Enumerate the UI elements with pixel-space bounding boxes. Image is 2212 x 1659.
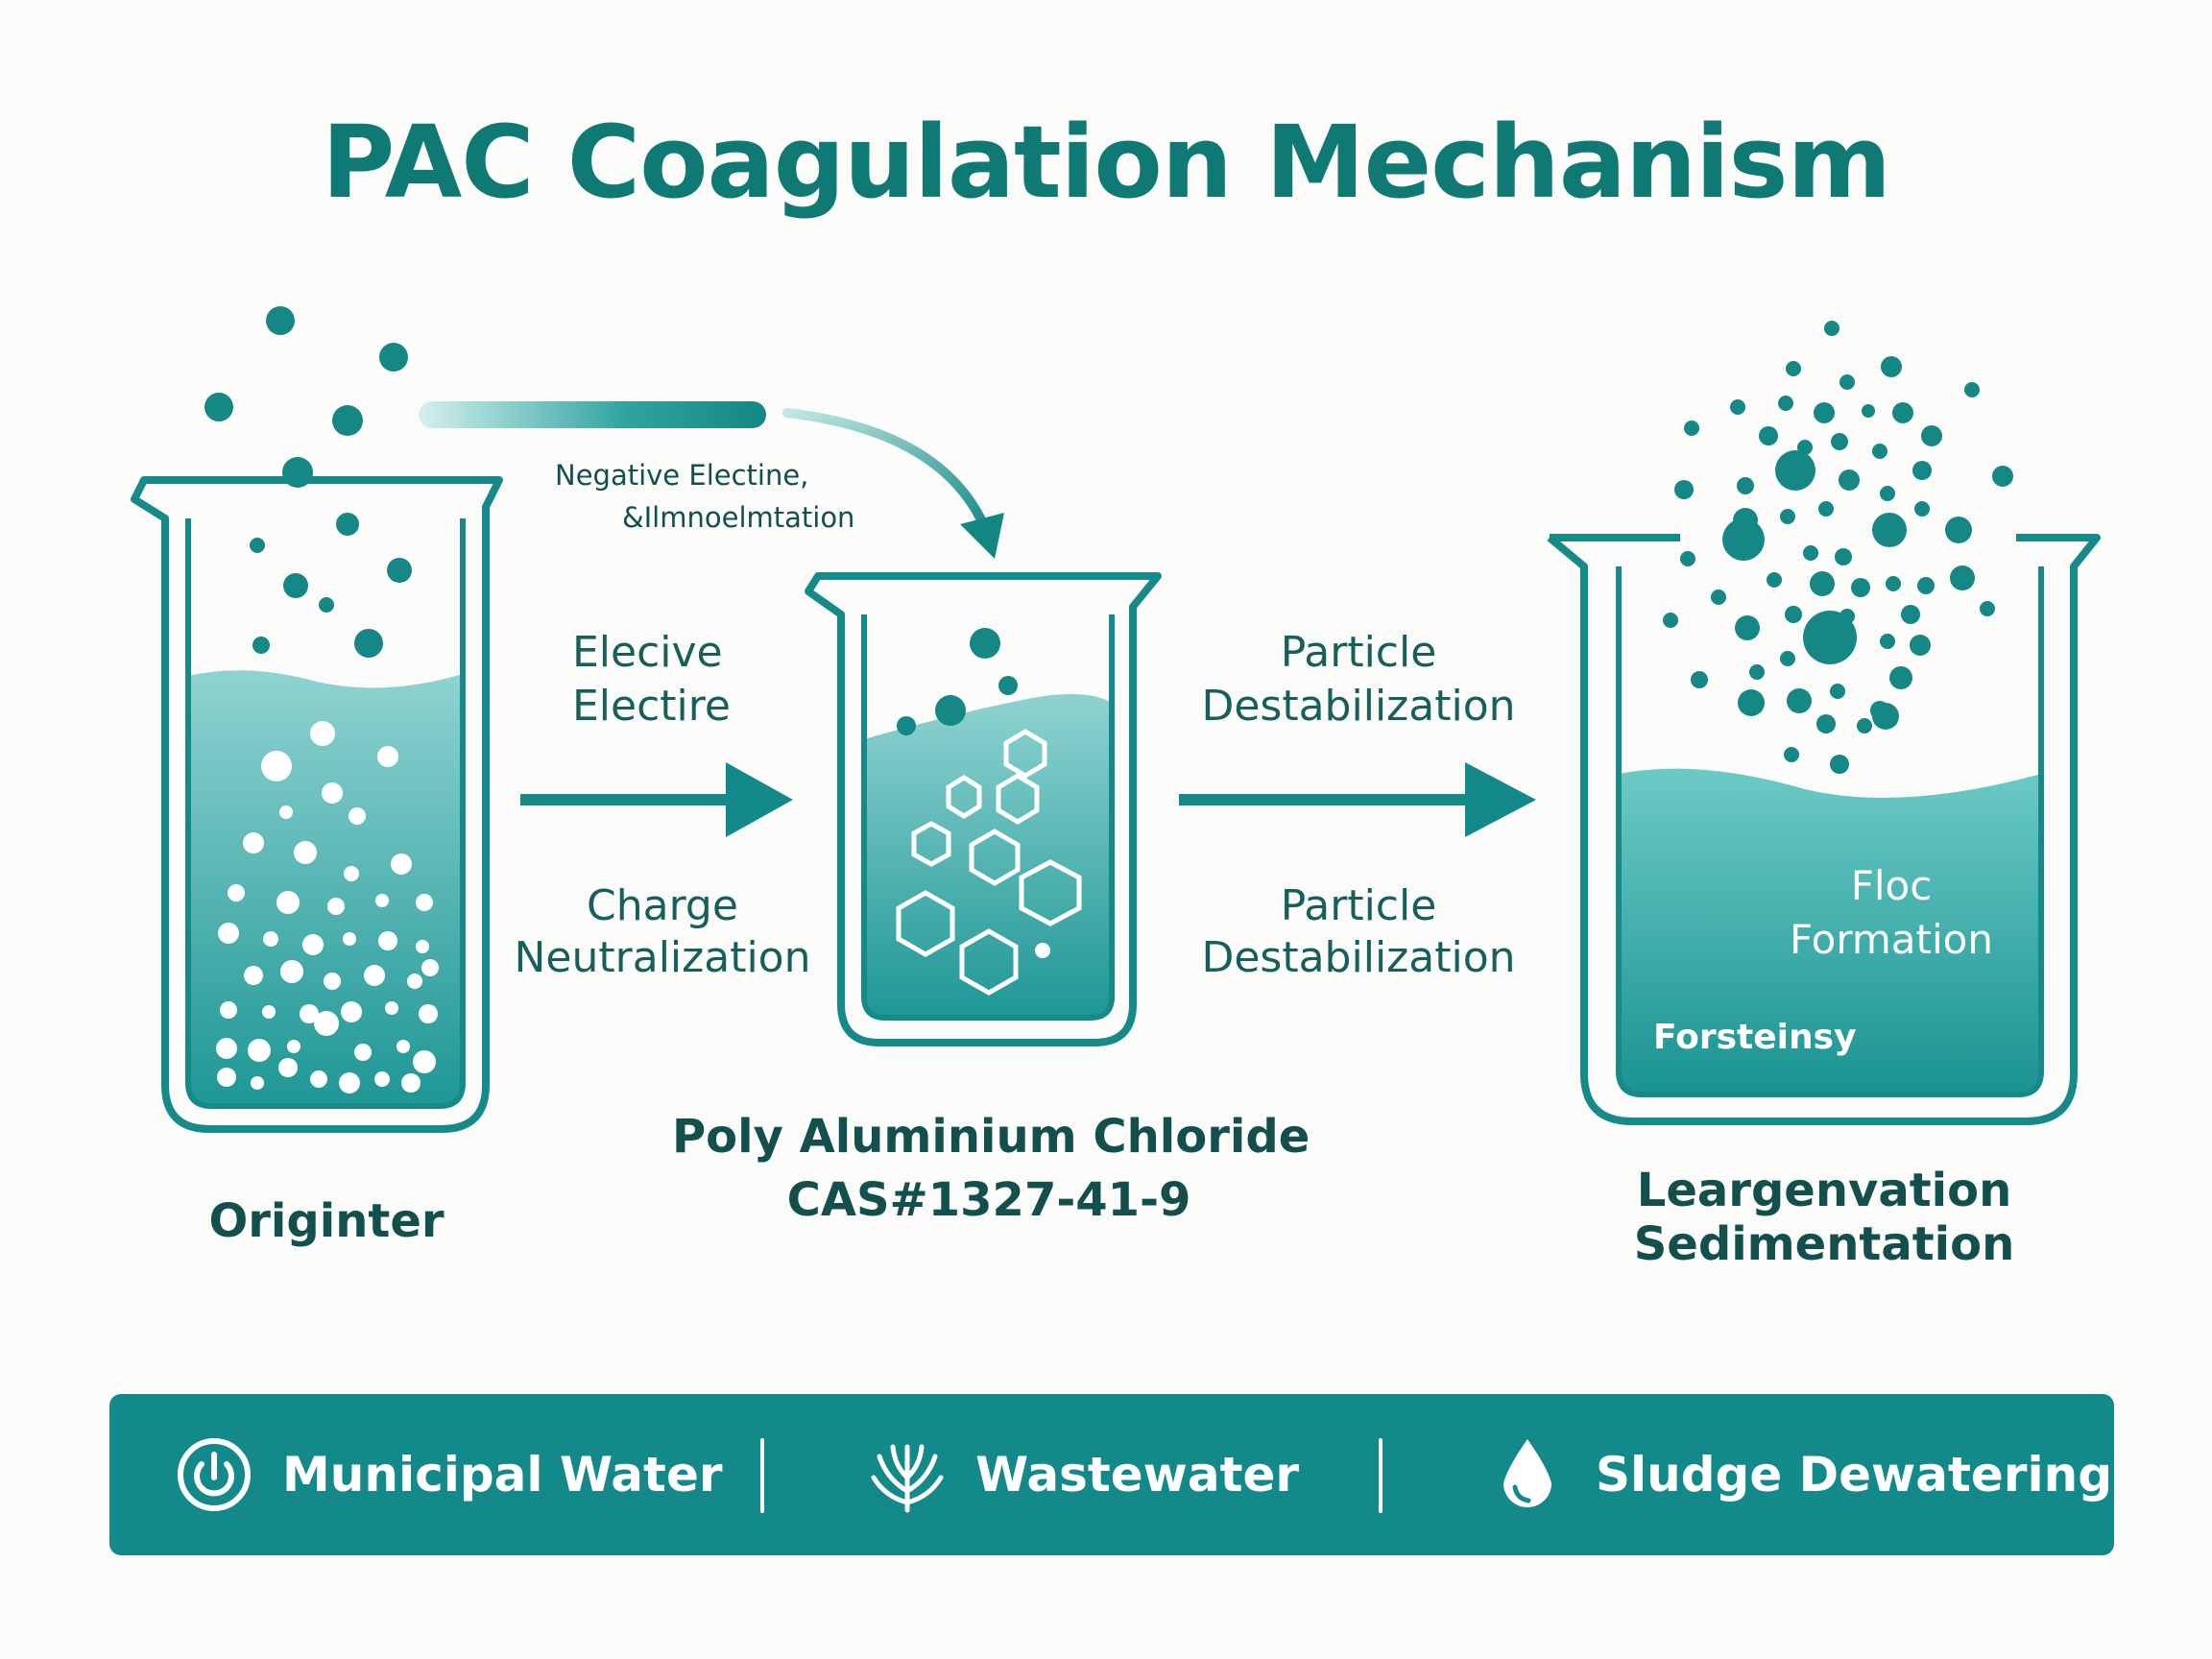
arrow-2-top-label-line2: Destabilization (1201, 682, 1516, 731)
stage-3-label-line1: Leargenvation (1636, 1164, 2012, 1217)
arrow-1-bottom-label-line1: Charge (587, 881, 738, 930)
falling-particles (204, 306, 412, 658)
arrow-2-bottom-label-line2: Destabilization (1201, 933, 1516, 982)
arrow-1 (520, 762, 793, 837)
dosing-arrow-label-line2: &Ilmnoelmtation (622, 501, 855, 534)
footer-divider (1379, 1438, 1382, 1513)
footer-item-sludge-dewatering: Sludge Dewatering (1486, 1394, 2112, 1555)
arrow-2-bottom-label-line1: Particle (1280, 881, 1437, 930)
dosing-arrow-label-line1: Negative Electine, (555, 459, 809, 492)
stage-2-label-line2: CAS#1327-41-9 (786, 1173, 1191, 1227)
footer-item-label: Wastewater (975, 1447, 1300, 1503)
footer-divider (760, 1438, 764, 1513)
footer-item-wastewater: Wastewater (866, 1394, 1299, 1555)
stage-3-label-line2: Sedimentation (1633, 1217, 2015, 1271)
plant-icon (871, 1444, 944, 1513)
arrow-1-top-label-line1: Elecive (572, 628, 723, 677)
stage-3-inner-small-label: Forsteinsy (1653, 1018, 1857, 1057)
dosing-arrow (419, 401, 1004, 559)
beaker-2 (805, 572, 1162, 1046)
stage-3-inner-label-line1: Floc (1850, 862, 1933, 909)
arrow-1-bottom-label-line2: Neutralization (514, 933, 811, 982)
stage-1-label: Originter (208, 1194, 445, 1248)
page-title: PAC Coagulation Mechanism (322, 104, 1891, 221)
suspended-particles (216, 721, 439, 1094)
water-drop-icon (1503, 1439, 1551, 1507)
footer-item-municipal-water: Municipal Water (173, 1394, 723, 1555)
pac-molecules (896, 729, 1082, 996)
arrow-1-top-label-line2: Electire (572, 682, 731, 731)
footer-item-label: Sludge Dewatering (1596, 1447, 2112, 1503)
applications-bar: Municipal Water Wastewater (109, 1394, 2114, 1555)
beaker-3 (1547, 321, 2101, 1125)
stage-3-inner-label-line2: Formation (1790, 916, 1993, 963)
arrow-2-top-label-line1: Particle (1280, 628, 1437, 677)
floc-cluster (1663, 321, 2013, 774)
footer-item-label: Municipal Water (282, 1447, 723, 1503)
stage-2-label-line1: Poly Aluminium Chloride (672, 1110, 1310, 1164)
arrow-2 (1179, 762, 1536, 837)
beaker-1 (131, 306, 503, 1133)
power-icon (178, 1438, 251, 1511)
